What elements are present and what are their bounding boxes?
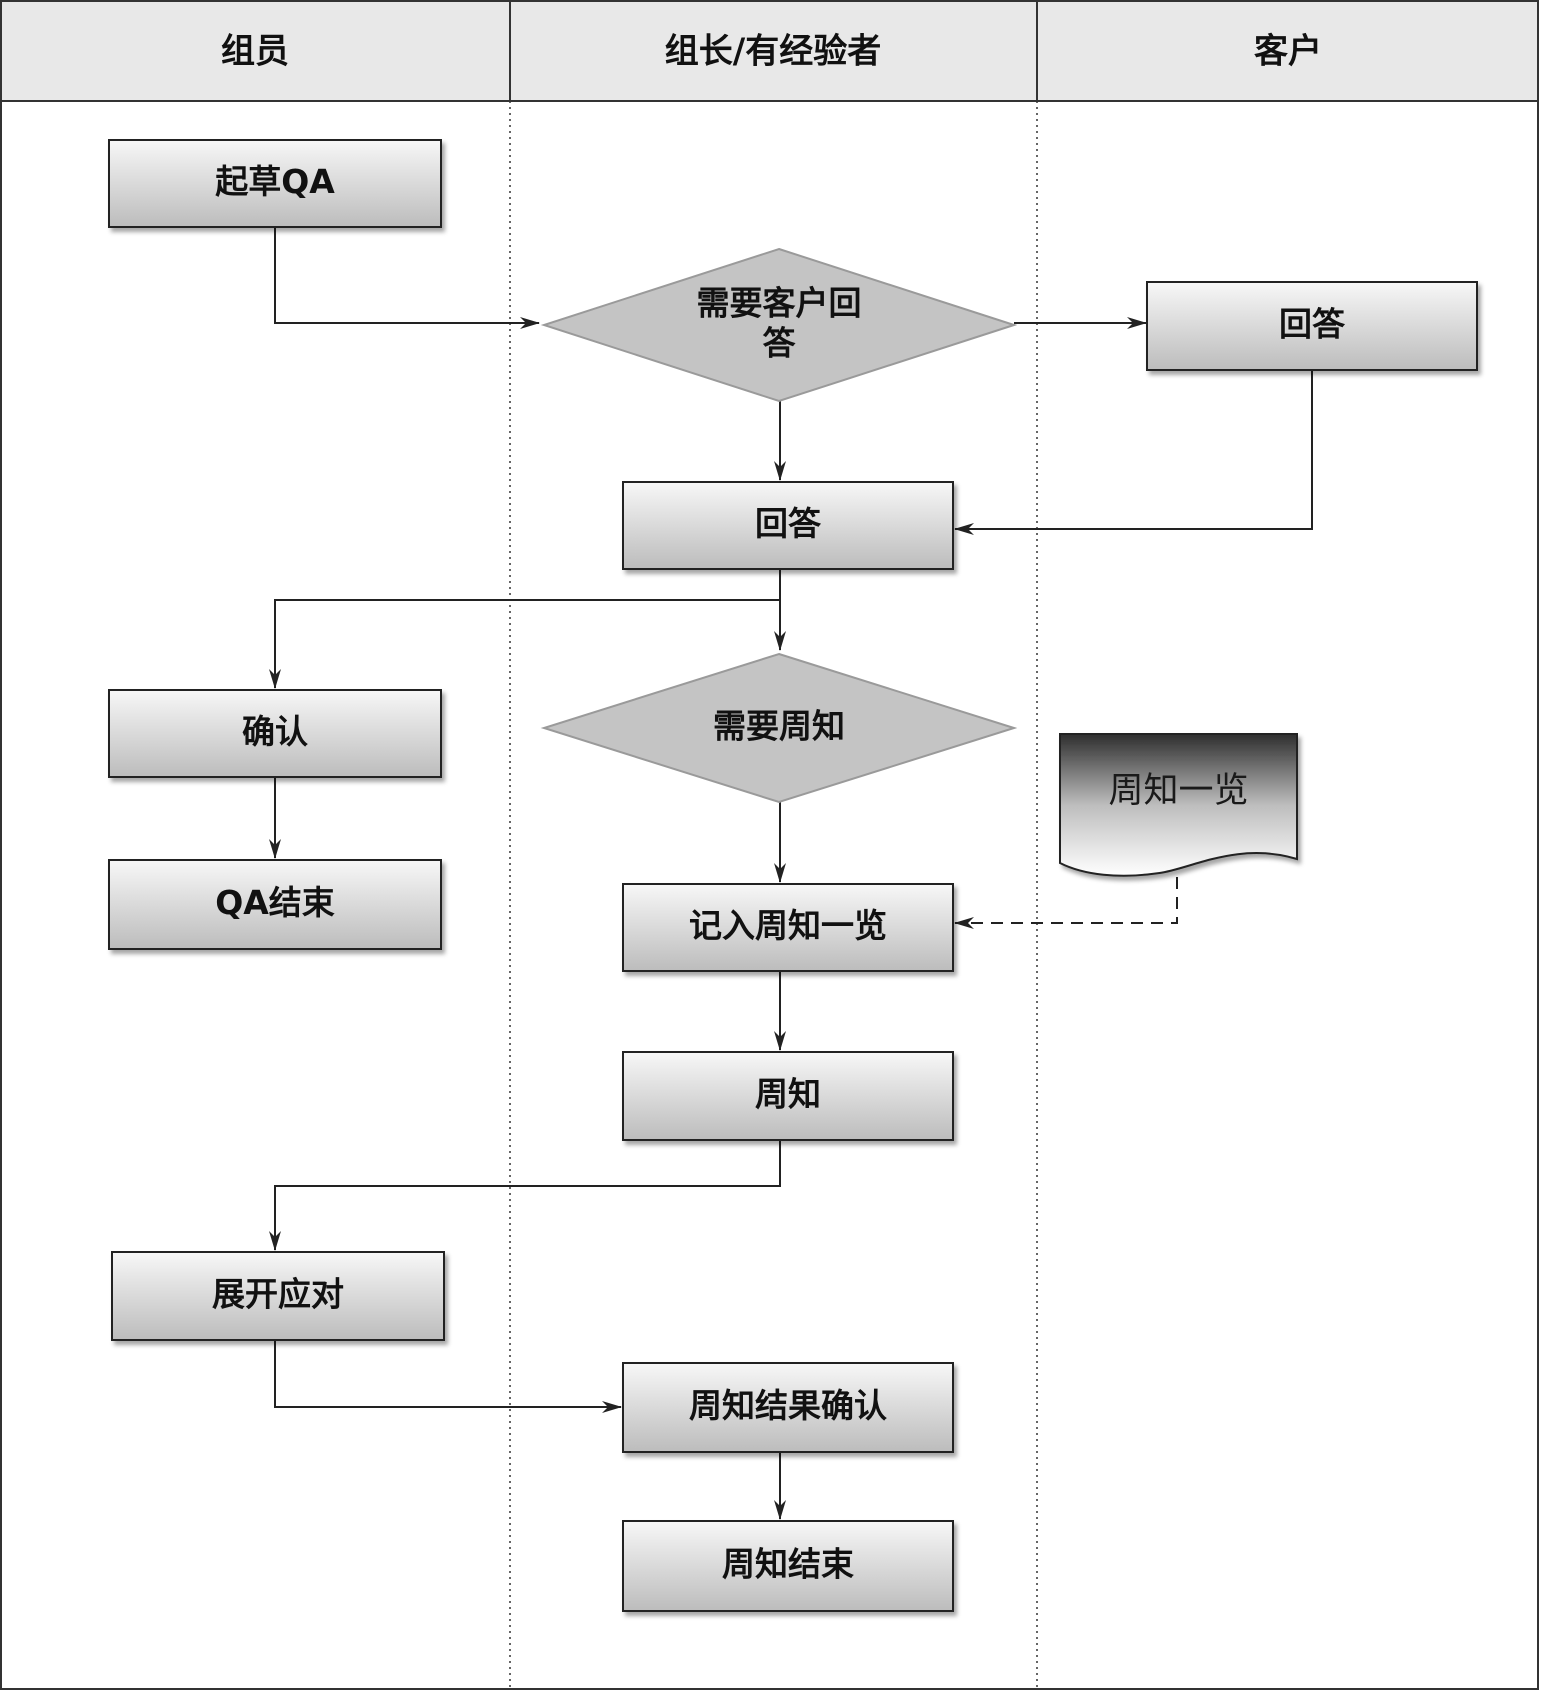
node-record-notice-list: 记入周知一览 xyxy=(622,883,954,972)
node-label-need-client-answer: 需要客户回 xyxy=(697,284,862,323)
node-need-notice: 需要周知 xyxy=(540,652,1018,804)
document-shape xyxy=(1059,733,1298,877)
node-label-confirm: 确认 xyxy=(242,712,308,751)
edge-draft-qa-to-need-client-answer xyxy=(274,227,540,329)
process-box xyxy=(622,883,954,972)
node-label-draft-qa: 起草QA xyxy=(215,162,335,201)
edge-client-answer-to-answer xyxy=(954,370,1313,535)
node-confirm: 确认 xyxy=(108,689,442,778)
node-notice: 周知 xyxy=(622,1051,954,1141)
decision-diamond xyxy=(540,247,1018,403)
node-client-answer: 回答 xyxy=(1146,281,1478,371)
node-label-deploy-response: 展开应对 xyxy=(212,1275,344,1314)
node-label-record-notice-list: 记入周知一览 xyxy=(689,906,887,945)
decision-diamond xyxy=(540,652,1018,804)
node-notice-list: 周知一览 xyxy=(1059,733,1298,877)
process-box xyxy=(111,1251,445,1341)
edge-deploy-response-to-notice-result-confirm xyxy=(274,1340,622,1413)
node-notice-result-confirm: 周知结果确认 xyxy=(622,1362,954,1453)
node-draft-qa: 起草QA xyxy=(108,139,442,228)
node-label-notice-end: 周知结束 xyxy=(722,1545,854,1584)
process-box xyxy=(108,139,442,228)
nodes: 起草QA需要客户回答回答回答确认QA结束需要周知周知一览记入周知一览周知展开应对… xyxy=(108,139,1478,1612)
process-box xyxy=(108,689,442,778)
process-box xyxy=(108,859,442,950)
lane-header-band xyxy=(2,2,1537,101)
lane-title-client: 客户 xyxy=(1254,32,1322,72)
node-answer: 回答 xyxy=(622,481,954,570)
edge-notice-list-to-record-notice-list xyxy=(954,877,1178,929)
edge-notice-to-deploy-response xyxy=(269,1140,781,1251)
node-label-notice-list: 周知一览 xyxy=(1108,771,1248,811)
lane-title-leader: 组长/有经验者 xyxy=(665,32,881,72)
node-label-need-client-answer: 答 xyxy=(763,324,797,363)
lane-title-member: 组员 xyxy=(221,32,289,72)
node-label-client-answer: 回答 xyxy=(1279,305,1346,344)
node-qa-end: QA结束 xyxy=(108,859,442,950)
node-notice-end: 周知结束 xyxy=(622,1520,954,1612)
process-box xyxy=(622,1362,954,1453)
process-box xyxy=(622,1051,954,1141)
node-label-qa-end: QA结束 xyxy=(215,883,335,922)
process-box xyxy=(622,1520,954,1612)
node-deploy-response: 展开应对 xyxy=(111,1251,445,1341)
node-label-answer: 回答 xyxy=(755,504,822,543)
node-label-notice-result-confirm: 周知结果确认 xyxy=(689,1386,887,1425)
process-box xyxy=(1146,281,1478,371)
node-label-notice: 周知 xyxy=(755,1075,821,1114)
node-label-need-notice: 需要周知 xyxy=(713,707,845,746)
connectors xyxy=(269,227,1313,1520)
process-box xyxy=(622,481,954,570)
